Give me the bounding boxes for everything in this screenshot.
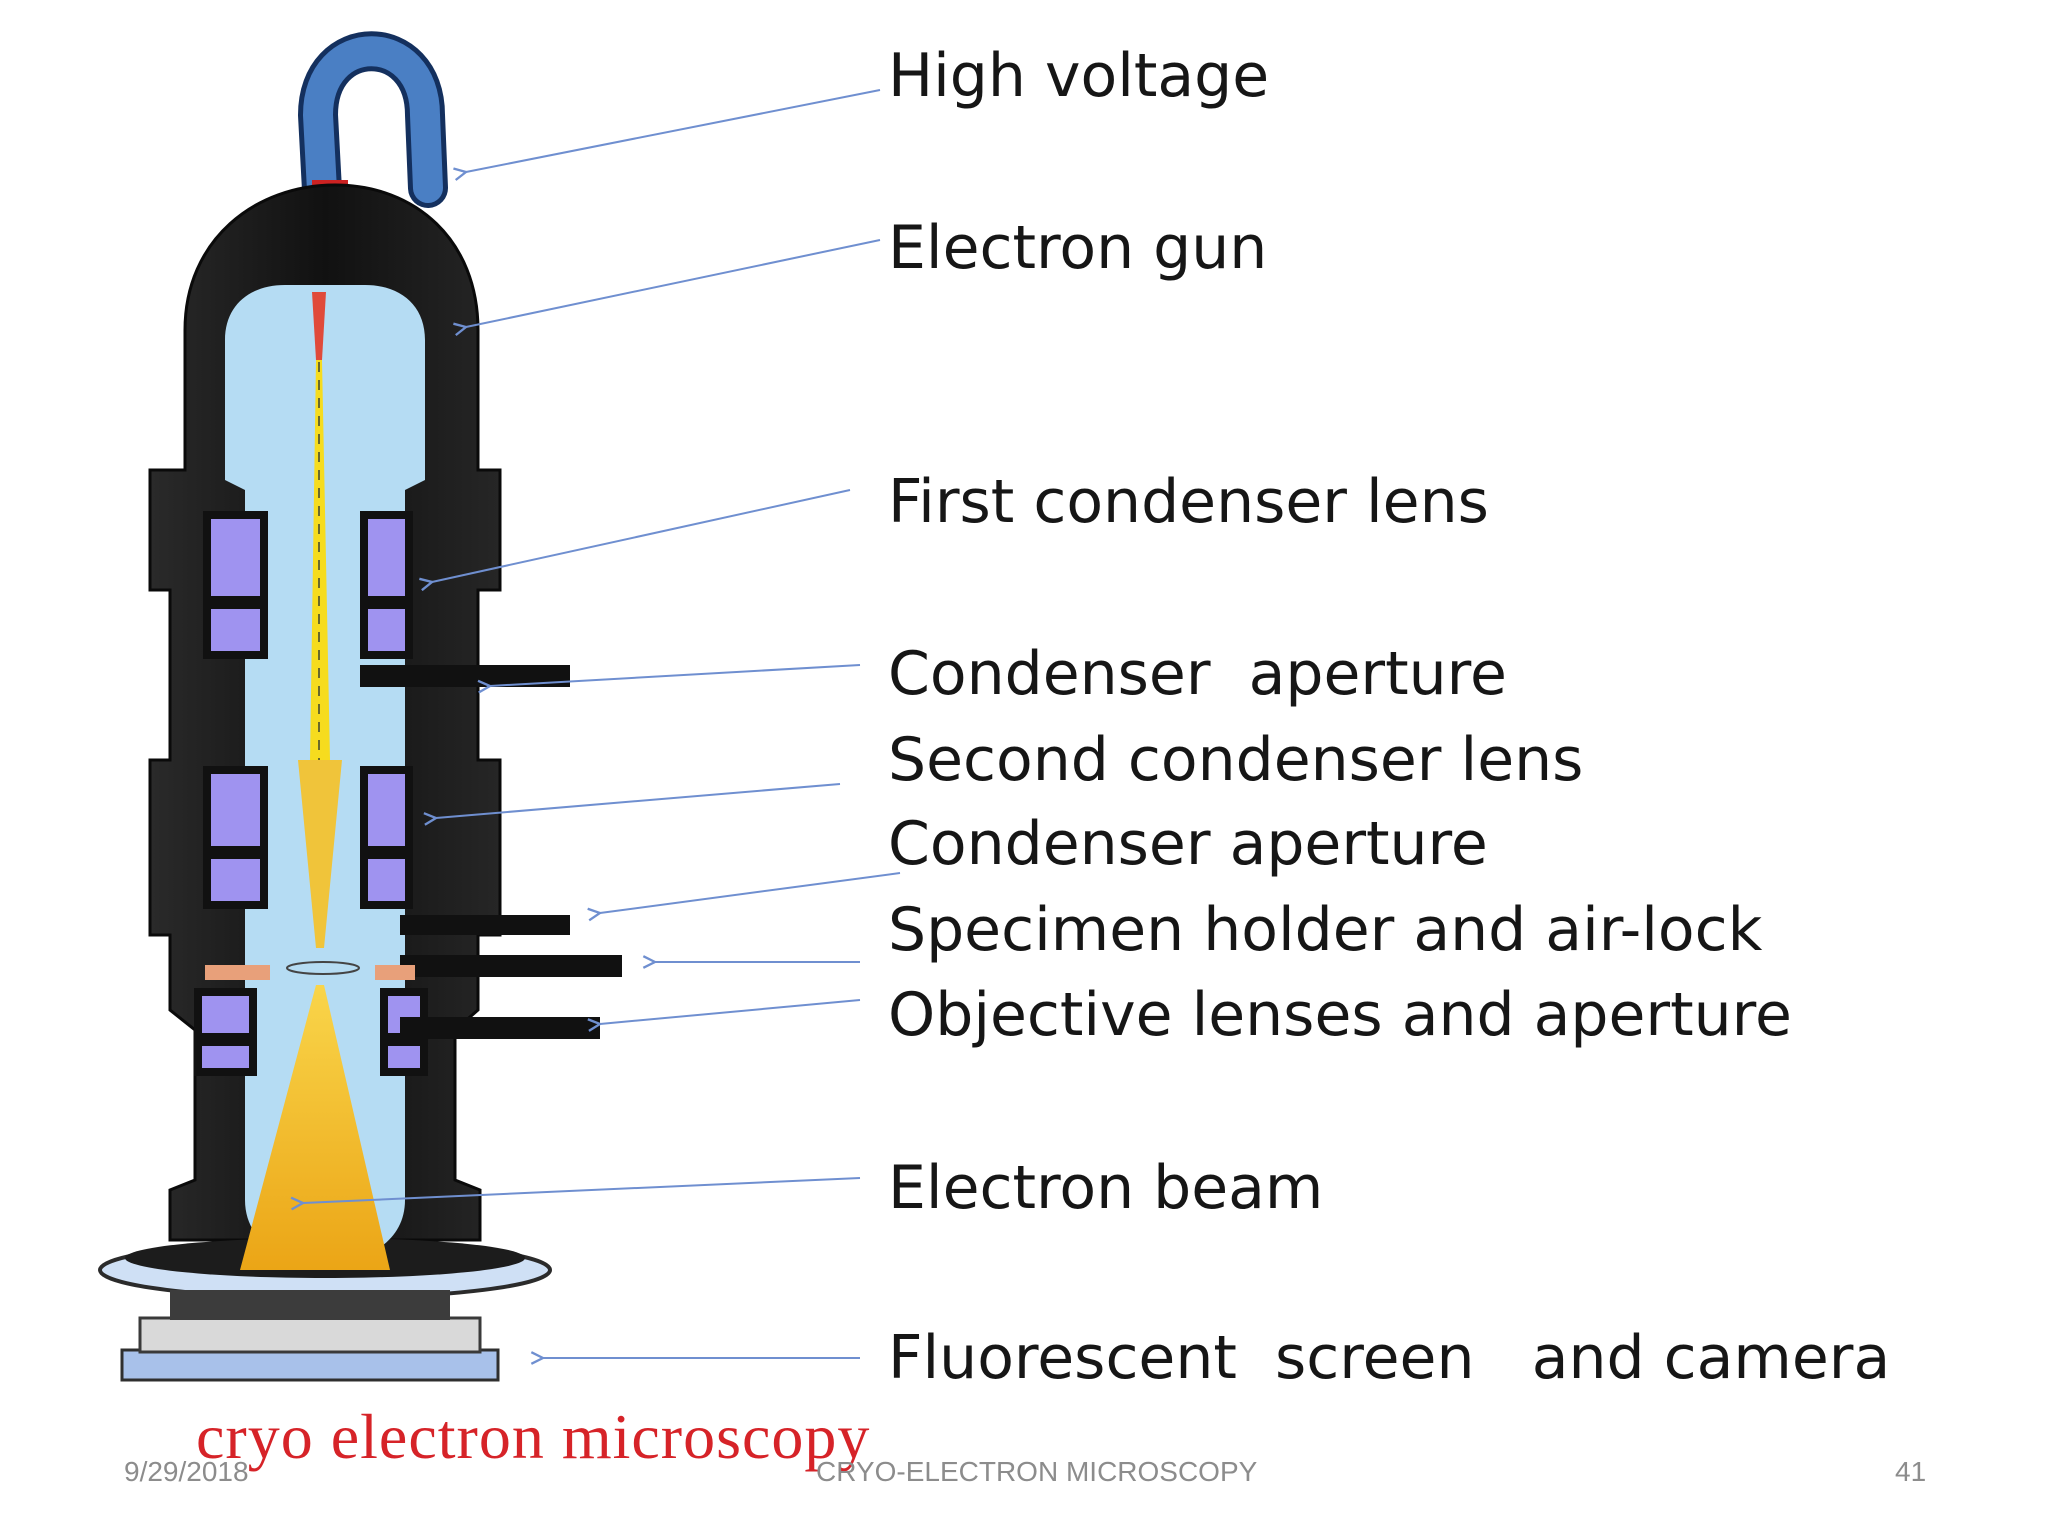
electron-beam-cone bbox=[240, 985, 390, 1270]
pointer-condenser-aperture-1 bbox=[490, 664, 861, 686]
pointer-first-condenser-lens bbox=[432, 489, 851, 582]
first-condenser-lens-right bbox=[360, 511, 413, 604]
label-condenser-aperture-2: Condenser aperture bbox=[888, 809, 1488, 879]
condenser-aperture-rod-2 bbox=[400, 915, 570, 935]
first-condenser-lens-right-2 bbox=[360, 601, 413, 659]
label-electron-gun: Electron gun bbox=[888, 213, 1268, 283]
high-voltage-cable-fill bbox=[302, 36, 443, 205]
label-second-condenser-lens: Second condenser lens bbox=[888, 725, 1584, 795]
footer-title: CRYO-ELECTRON MICROSCOPY bbox=[816, 1456, 1258, 1487]
diagram-caption: cryo electron microscopy bbox=[196, 1401, 871, 1472]
pointer-condenser-aperture-2 bbox=[600, 872, 901, 913]
electron-gun-tip bbox=[312, 292, 326, 360]
second-condenser-lens-left bbox=[203, 766, 268, 854]
second-condenser-lens-left-2 bbox=[203, 851, 268, 909]
first-condenser-lens-left-2 bbox=[203, 601, 268, 659]
footer-page-number: 41 bbox=[1895, 1456, 1927, 1487]
pointer-electron-gun bbox=[466, 239, 881, 327]
label-specimen-holder: Specimen holder and air-lock bbox=[888, 895, 1763, 965]
electron-beam-converging bbox=[298, 760, 342, 948]
pointer-second-condenser-lens bbox=[436, 783, 841, 818]
label-first-condenser-lens: First condenser lens bbox=[888, 467, 1489, 537]
objective-lens-left-2 bbox=[194, 1038, 257, 1076]
camera-mount bbox=[138, 1316, 482, 1354]
specimen-holder-rod bbox=[400, 955, 622, 977]
specimen-stage-right bbox=[375, 965, 415, 980]
condenser-aperture-rod-1 bbox=[360, 665, 570, 687]
specimen-stage-left bbox=[205, 965, 270, 980]
second-condenser-lens-right-2 bbox=[360, 851, 413, 909]
pointer-objective-lenses bbox=[600, 999, 861, 1024]
specimen bbox=[286, 961, 360, 975]
objective-lens-right-2 bbox=[380, 1038, 428, 1076]
label-condenser-aperture: Condenser aperture bbox=[888, 639, 1507, 709]
label-electron-beam: Electron beam bbox=[888, 1153, 1324, 1223]
objective-lens-left bbox=[194, 988, 257, 1041]
first-condenser-lens-left bbox=[203, 511, 268, 604]
second-condenser-lens-right bbox=[360, 766, 413, 854]
footer-date: 9/29/2018 bbox=[124, 1456, 249, 1487]
pointer-high-voltage bbox=[466, 89, 881, 172]
label-high-voltage: High voltage bbox=[888, 41, 1270, 111]
fluorescent-screen bbox=[120, 1348, 500, 1382]
pointer-electron-beam bbox=[303, 1177, 861, 1203]
label-objective-lenses: Objective lenses and aperture bbox=[888, 980, 1792, 1050]
label-fluorescent-screen: Fluorescent screen and camera bbox=[888, 1323, 1891, 1393]
objective-aperture-rod bbox=[400, 1017, 600, 1039]
